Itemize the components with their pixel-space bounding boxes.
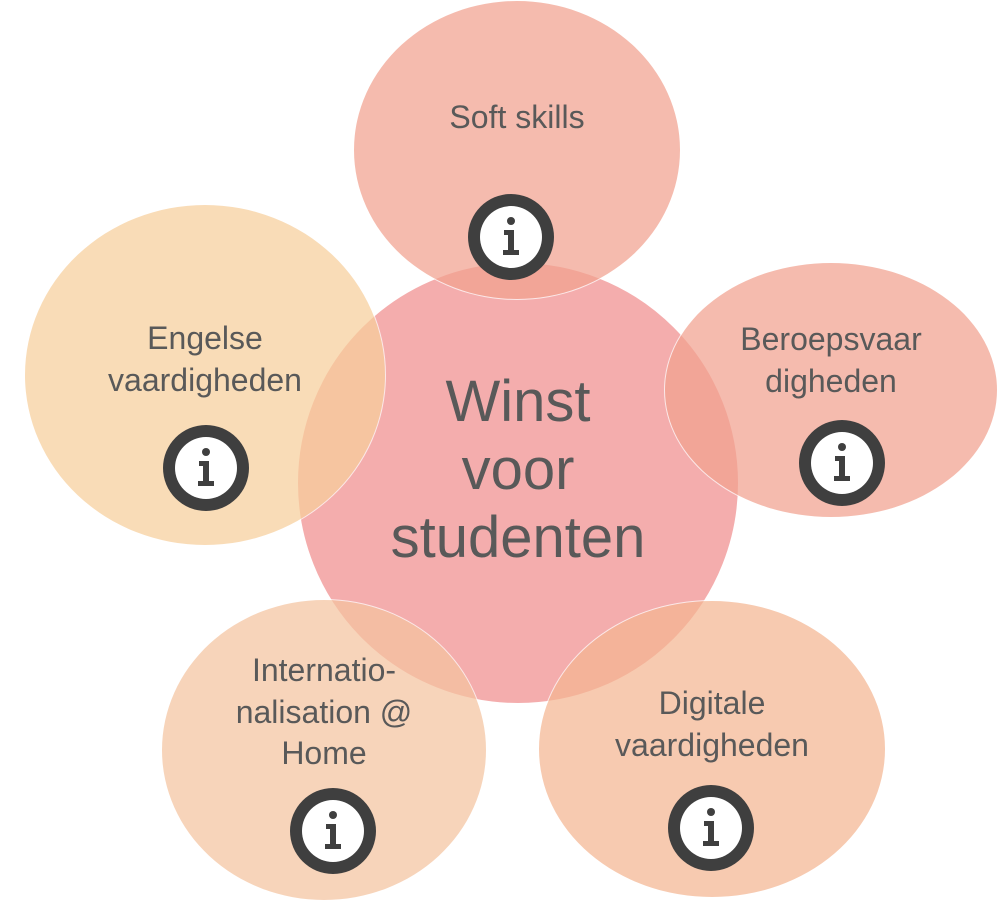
- circle-beroepsvaardigheden: [664, 262, 998, 518]
- label-internationalisation: Internatio- nalisation @ Home: [235, 652, 413, 772]
- info-button-beroepsvaardigheden[interactable]: [797, 418, 887, 508]
- info-button-engelse-vaardigheden[interactable]: [161, 423, 251, 513]
- info-icon: [163, 425, 249, 511]
- info-button-internationalisation[interactable]: [288, 786, 378, 876]
- center-title: Winst voor studenten: [390, 369, 646, 570]
- info-icon: [668, 785, 754, 871]
- label-digitale-vaardigheden: Digitale vaardigheden: [615, 685, 809, 763]
- info-icon: [799, 420, 885, 506]
- label-soft-skills: Soft skills: [449, 99, 585, 135]
- label-engelse-vaardigheden: Engelse vaardigheden: [108, 320, 302, 398]
- info-button-soft-skills[interactable]: [466, 192, 556, 282]
- info-button-digitale-vaardigheden[interactable]: [666, 783, 756, 873]
- info-icon: [468, 194, 554, 280]
- label-beroepsvaardigheden: Beroepsvaar digheden: [740, 321, 922, 399]
- info-icon: [290, 788, 376, 874]
